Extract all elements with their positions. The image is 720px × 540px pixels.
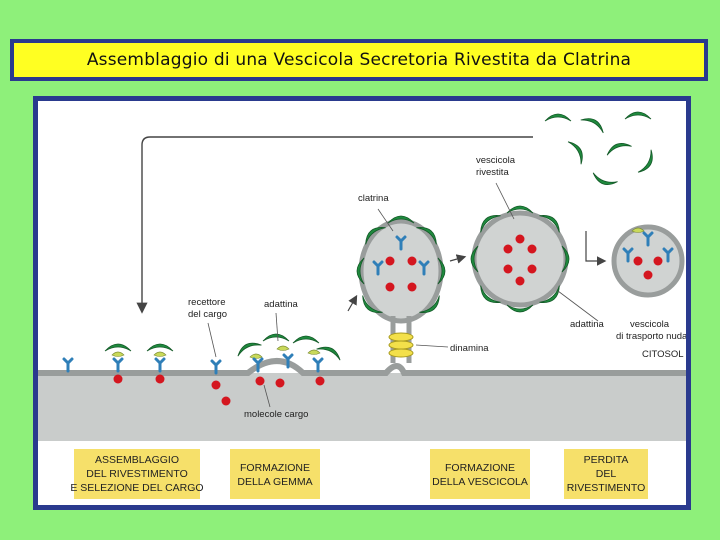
stage-3-line-1: FORMAZIONE xyxy=(445,462,515,474)
stage-box-3: FORMAZIONE DELLA VESCICOLA xyxy=(430,449,530,499)
label-recettore-2: del cargo xyxy=(188,309,227,320)
label-adattina-right: adattina xyxy=(570,319,605,330)
title-bar: Assemblaggio di una Vescicola Secretoria… xyxy=(10,39,708,81)
stage-1-line-1: ASSEMBLAGGIO xyxy=(95,454,179,466)
label-adattina-left: adattina xyxy=(264,299,299,310)
label-dinamina: dinamina xyxy=(450,343,489,354)
label-recettore-1: recettore xyxy=(188,297,226,308)
lumen-compartment xyxy=(38,373,686,441)
stage-box-2: FORMAZIONE DELLA GEMMA xyxy=(230,449,320,499)
clathrin-vesicle-diagram: clatrina vescicola rivestita recettore d… xyxy=(38,101,686,505)
stage-1-line-3: E SELEZIONE DEL CARGO xyxy=(70,482,203,494)
stage-4-line-1: PERDITA xyxy=(584,454,629,466)
recycle-arrow xyxy=(136,136,533,314)
stage-4-line-3: RIVESTIMENTO xyxy=(567,482,646,494)
label-citosol: CITOSOL xyxy=(642,349,684,360)
diagram-frame: clatrina vescicola rivestita recettore d… xyxy=(33,96,691,510)
label-vescicola-rivestita-2: rivestita xyxy=(476,167,509,178)
label-vescicola-nuda-1: vescicola xyxy=(630,319,670,330)
flow-arrow xyxy=(449,254,467,264)
stage-1-line-2: DEL RIVESTIMENTO xyxy=(86,468,188,480)
label-clatrina: clatrina xyxy=(358,193,389,204)
stage-box-4: PERDITA DEL RIVESTIMENTO xyxy=(564,449,648,499)
stage-3-line-2: DELLA VESCICOLA xyxy=(432,476,528,488)
page-title: Assemblaggio di una Vescicola Secretoria… xyxy=(14,43,704,77)
diagram-background xyxy=(38,101,686,505)
dynamin-rings xyxy=(388,332,414,358)
stage3-vesicle-forming xyxy=(356,215,446,363)
stage-2-line-2: DELLA GEMMA xyxy=(237,476,312,488)
stage5-naked-vesicle xyxy=(611,224,685,298)
stage-box-1: ASSEMBLAGGIO DEL RIVESTIMENTO E SELEZION… xyxy=(70,449,204,499)
label-vescicola-rivestita-1: vescicola xyxy=(476,155,516,166)
membrane xyxy=(38,358,686,376)
stage-4-line-2: DEL xyxy=(596,468,617,480)
leader-lines xyxy=(207,182,599,408)
stage4-coated-vesicle xyxy=(470,205,570,313)
flow-arrow xyxy=(585,231,607,266)
label-molecole-cargo: molecole cargo xyxy=(244,409,308,420)
flow-arrow xyxy=(347,294,358,312)
label-vescicola-nuda-2: di trasporto nuda xyxy=(616,331,686,342)
stage-2-line-1: FORMAZIONE xyxy=(240,462,310,474)
